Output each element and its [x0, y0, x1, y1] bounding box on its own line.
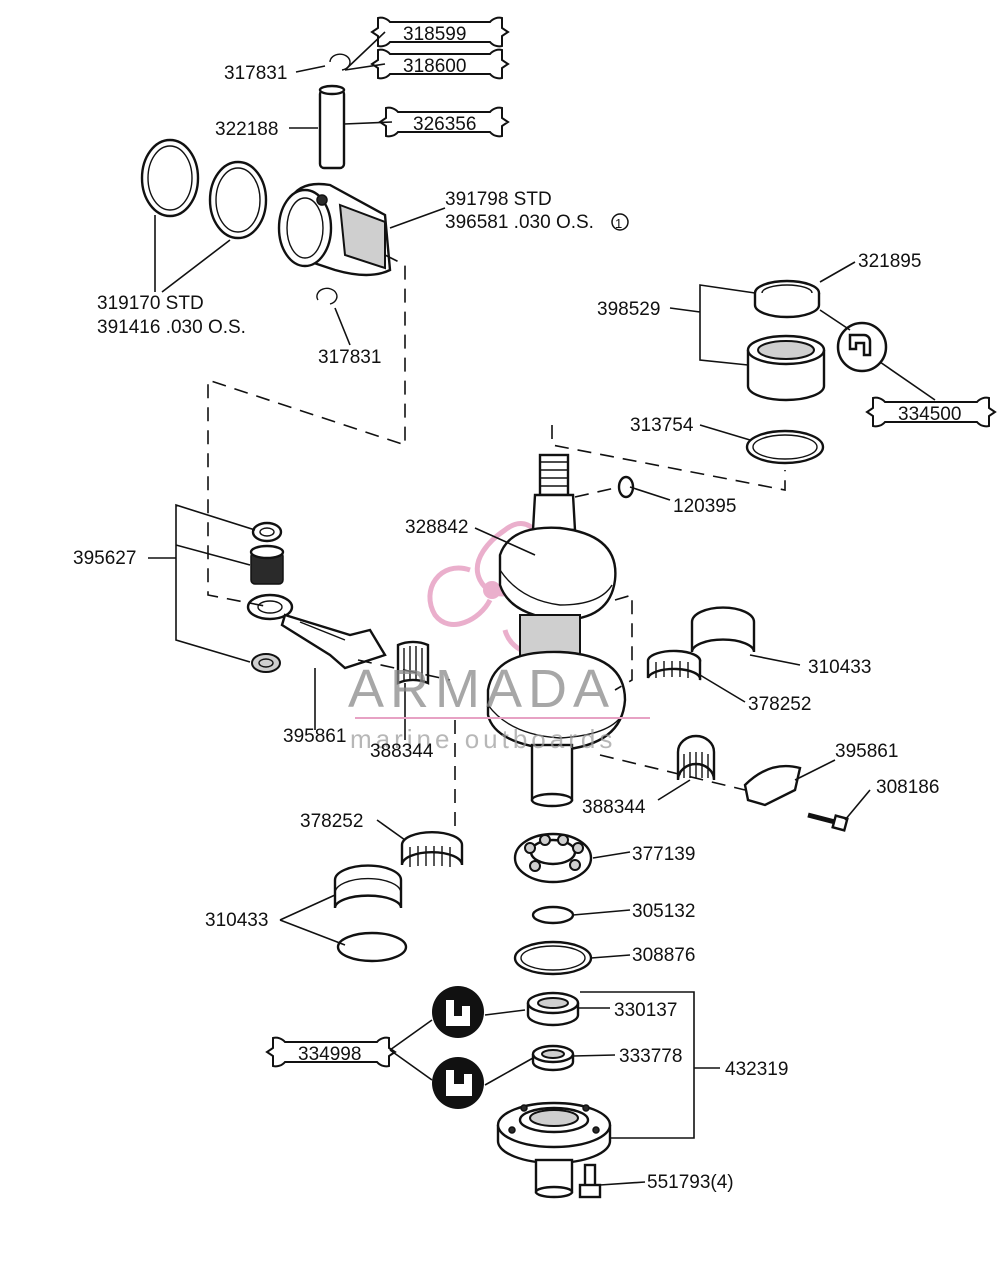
- oil-seal-333778: [531, 1044, 575, 1072]
- rod-cap-395861: [743, 764, 802, 807]
- label-305132: 305132: [632, 901, 695, 922]
- wrench-label-326356: 326356: [413, 114, 476, 135]
- wrench-icon-334500: [865, 396, 997, 428]
- o-ring-308876: [513, 940, 593, 976]
- ball-bearing-377139: [513, 832, 593, 884]
- retaining-clip-317831-low: [316, 287, 338, 305]
- label-330137: 330137: [614, 1000, 677, 1021]
- svg-text:1: 1: [615, 216, 622, 231]
- label-395627: 395627: [73, 548, 136, 569]
- woodruff-key-120395: [617, 475, 635, 499]
- label-310433-left: 310433: [205, 910, 268, 931]
- wrench-label-318600: 318600: [403, 56, 466, 77]
- label-317831-low: 317831: [318, 347, 381, 368]
- cap-screw-308186: [807, 812, 849, 832]
- label-378252-right: 378252: [748, 694, 811, 715]
- needle-cage-395627: [249, 544, 285, 585]
- label-308186: 308186: [876, 777, 939, 798]
- label-391416: 391416 .030 O.S.: [97, 317, 246, 338]
- label-388344-right: 388344: [582, 797, 646, 818]
- wrench-label-334500: 334500: [898, 404, 961, 425]
- bearing-race-321895: [753, 279, 821, 319]
- label-398529: 398529: [597, 299, 660, 320]
- leader-lines: [148, 31, 936, 1186]
- tool-circle-icon-334500: [836, 321, 888, 373]
- label-551793: 551793(4): [647, 1172, 734, 1193]
- label-313754: 313754: [630, 415, 694, 436]
- wrench-icon-318600: [370, 48, 510, 80]
- bearing-cage-388344-left: [396, 640, 430, 685]
- piston-pin-322188: [318, 84, 346, 170]
- bearing-cage-378252-right: [646, 649, 702, 681]
- label-396581: 396581 .030 O.S.: [445, 212, 594, 233]
- piston-rings-319170: [140, 138, 268, 240]
- label-322188: 322188: [215, 119, 278, 140]
- label-395861-left: 395861: [283, 726, 346, 747]
- connecting-rod-395861: [246, 593, 387, 670]
- oil-seal-330137: [526, 991, 580, 1027]
- label-120395: 120395: [673, 496, 736, 517]
- watermark-title: ARMADA: [348, 659, 615, 719]
- label-391798: 391798 STD: [445, 189, 552, 210]
- tool-circle-icon-333778: [432, 1057, 484, 1109]
- label-317831-top: 317831: [224, 63, 287, 84]
- tool-circle-icon-330137: [432, 986, 484, 1038]
- label-310433-right: 310433: [808, 657, 871, 678]
- crankshaft-328842: [486, 453, 627, 808]
- bearing-cage-388344-right: [676, 734, 716, 781]
- piston-391798: [277, 182, 392, 277]
- label-388344-left: 388344: [370, 741, 434, 762]
- watermark-subtitle: marine outboards: [350, 724, 616, 754]
- assembly-dashed-lines: [207, 254, 786, 830]
- bearing-shell-310433-left: [333, 864, 403, 909]
- wrench-icon-318599: [370, 16, 510, 48]
- label-328842: 328842: [405, 517, 468, 538]
- bearing-cage-378252-left: [400, 830, 464, 867]
- label-321895: 321895: [858, 251, 921, 272]
- wrench-label-318599: 318599: [403, 24, 466, 45]
- snap-ring-305132: [531, 905, 575, 925]
- note-circle-icon: 1: [611, 213, 629, 231]
- wrench-label-334998: 334998: [298, 1044, 361, 1065]
- bearing-shell-310433-right: [690, 606, 756, 653]
- label-333778: 333778: [619, 1046, 682, 1067]
- retaining-ring-310433: [336, 931, 408, 963]
- wrench-icon-326356: [378, 106, 510, 138]
- label-378252-left: 378252: [300, 811, 363, 832]
- screw-551793: [578, 1163, 602, 1199]
- label-377139: 377139: [632, 844, 695, 865]
- label-395861-right: 395861: [835, 741, 898, 762]
- label-308876: 308876: [632, 945, 695, 966]
- label-319170: 319170 STD: [97, 293, 204, 314]
- needle-bearing-398529: [746, 334, 826, 402]
- o-ring-313754: [745, 429, 825, 465]
- thrust-washer-395627-top: [251, 521, 283, 543]
- wrench-icon-334998: [265, 1036, 397, 1068]
- thrust-washer-395627-low: [251, 653, 281, 673]
- label-432319: 432319: [725, 1059, 788, 1080]
- lower-bearing-housing-432319: [496, 1101, 612, 1199]
